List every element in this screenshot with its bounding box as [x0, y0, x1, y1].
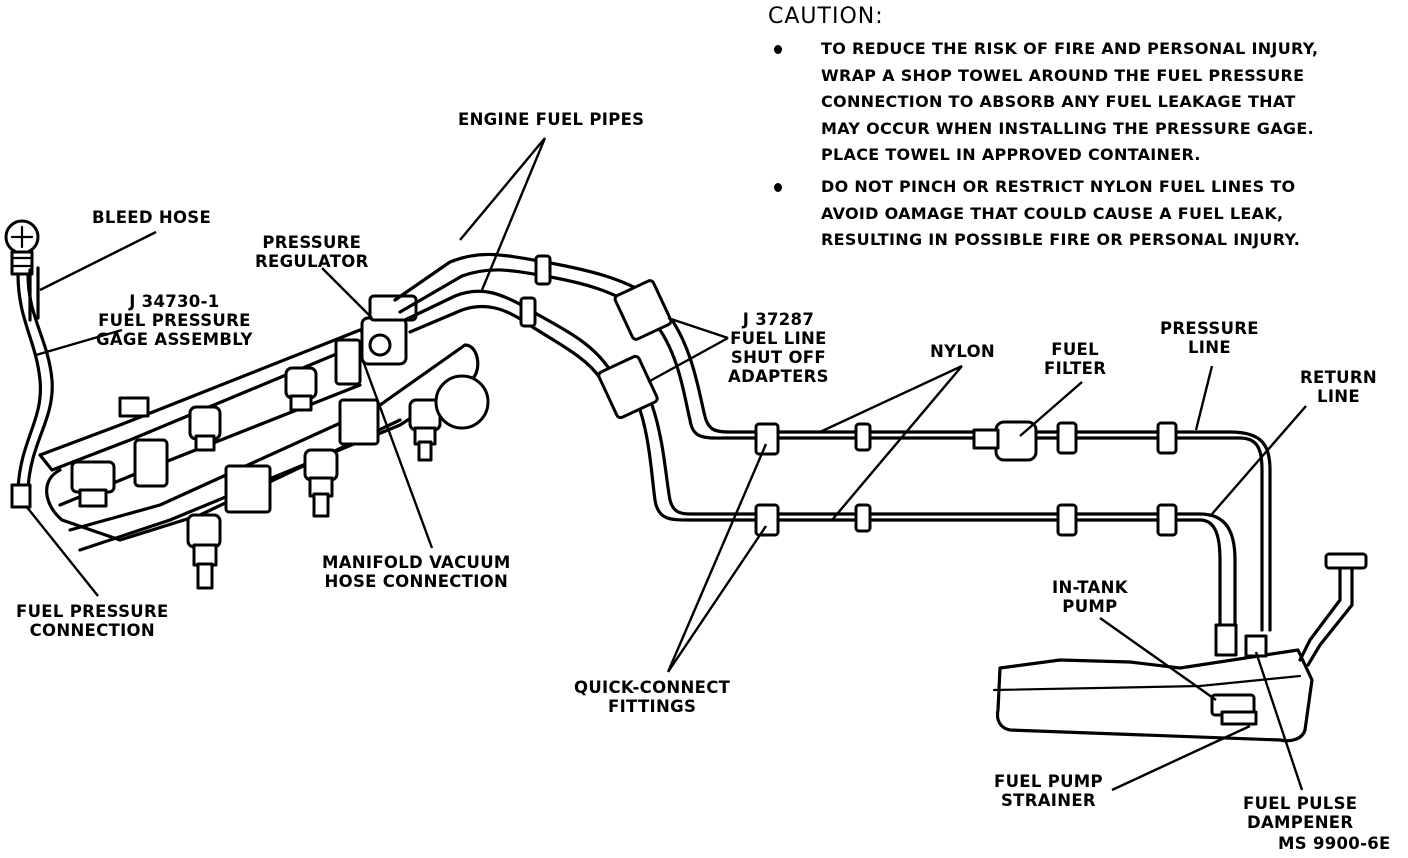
fuel-injector: [188, 405, 222, 452]
bleed-hose: [28, 266, 40, 322]
label-pressure-line: PRESSURE LINE: [1160, 319, 1259, 357]
label-line: FUEL PRESSURE: [16, 602, 169, 621]
caution-line: WRAP A SHOP TOWEL AROUND THE FUEL PRESSU…: [821, 65, 1305, 85]
label-line: STRAINER: [1000, 791, 1096, 810]
label-line: FITTINGS: [608, 697, 697, 716]
figure-code: MS 9900-6E: [1278, 834, 1391, 853]
label-fuel-pressure-connection: FUEL PRESSURE CONNECTION: [16, 602, 169, 640]
label-line: ENGINE FUEL PIPES: [458, 110, 645, 129]
label-line: PUMP: [1062, 597, 1118, 616]
caution-line: MAY OCCUR WHEN INSTALLING THE PRESSURE G…: [821, 118, 1314, 138]
label-line: PRESSURE: [262, 233, 362, 252]
label-line: MANIFOLD VACUUM: [322, 553, 511, 572]
fuel-injector: [70, 460, 116, 508]
label-return-line: RETURN LINE: [1300, 368, 1377, 406]
caution-line: CONNECTION TO ABSORB ANY FUEL LEAKAGE TH…: [821, 92, 1296, 111]
caution-title: CAUTION:: [768, 4, 884, 29]
caution-line: DO NOT PINCH OR RESTRICT NYLON FUEL LINE…: [821, 177, 1296, 196]
label-manifold-vacuum: MANIFOLD VACUUM HOSE CONNECTION: [322, 553, 511, 591]
fuel-injector: [186, 513, 222, 590]
label-pressure-regulator: PRESSURE REGULATOR: [255, 233, 369, 271]
label-line: IN-TANK: [1052, 578, 1128, 597]
label-line: J 34730-1: [129, 292, 220, 311]
label-fuel-pump-strainer: FUEL PUMP STRAINER: [994, 772, 1103, 810]
label-line: RETURN: [1300, 368, 1377, 387]
label-line: J 37287: [742, 310, 815, 329]
label-engine-fuel-pipes: ENGINE FUEL PIPES: [458, 110, 644, 129]
label-line: DAMPENER: [1246, 813, 1354, 832]
label-line: QUICK-CONNECT: [574, 678, 731, 697]
fuel-rail-assembly: [38, 328, 490, 590]
label-bleed-hose: BLEED HOSE: [92, 208, 211, 227]
label-gage-assembly: J 34730-1 FUEL PRESSURE GAGE ASSEMBLY: [96, 292, 253, 349]
label-line: FUEL: [1051, 340, 1099, 359]
fuel-injector: [284, 366, 318, 412]
label-nylon: NYLON: [930, 342, 995, 361]
fuel-pressure-gage-assembly: [4, 219, 54, 509]
pressure-regulator: [360, 294, 418, 366]
label-shutoff-adapters: J 37287 FUEL LINE SHUT OFF ADAPTERS: [728, 310, 829, 386]
quick-connect-fitting: [754, 422, 872, 456]
fuel-pulse-dampener: [1244, 634, 1268, 658]
bullet-dot: [774, 45, 782, 54]
label-fuel-filter: FUEL FILTER: [1044, 340, 1106, 378]
caution-bullet-1: TO REDUCE THE RISK OF FIRE AND PERSONAL …: [821, 36, 1318, 169]
in-tank-pump: [1210, 693, 1258, 726]
label-line: LINE: [1317, 387, 1360, 406]
label-line: BLEED HOSE: [92, 208, 212, 227]
label-line: FUEL PULSE: [1243, 794, 1358, 813]
quick-connect-fitting: [754, 503, 872, 537]
bullet-dot: [774, 183, 782, 192]
caution-line: AVOID OAMAGE THAT COULD CAUSE A FUEL LEA…: [821, 203, 1284, 223]
label-line: CONNECTION: [29, 621, 155, 640]
label-quick-connect: QUICK-CONNECT FITTINGS: [574, 678, 730, 716]
label-line: FUEL PUMP: [994, 772, 1103, 791]
label-line: FILTER: [1044, 359, 1107, 378]
label-fuel-pulse-dampener: FUEL PULSE DAMPENER: [1243, 794, 1357, 832]
label-line: SHUT OFF: [730, 348, 826, 367]
label-line: FUEL LINE: [730, 329, 827, 348]
label-line: ADAPTERS: [728, 367, 829, 386]
label-line: HOSE CONNECTION: [324, 572, 509, 591]
label-line: LINE: [1187, 338, 1231, 357]
caution-line: PLACE TOWEL IN APPROVED CONTAINER.: [821, 145, 1201, 164]
fuel-injector: [303, 448, 339, 518]
fuel-filter: [972, 420, 1038, 462]
label-line: FUEL PRESSURE: [98, 311, 251, 330]
caution-line: RESULTING IN POSSIBLE FIRE OR PERSONAL I…: [821, 230, 1301, 249]
label-in-tank-pump: IN-TANK PUMP: [1052, 578, 1128, 616]
label-line: REGULATOR: [255, 252, 369, 271]
caution-line: TO REDUCE THE RISK OF FIRE AND PERSONAL …: [821, 39, 1319, 58]
label-line: NYLON: [930, 342, 996, 361]
label-line: GAGE ASSEMBLY: [96, 330, 253, 349]
engine-fuel-pipes: [393, 252, 673, 420]
return-fuel-line: [638, 403, 1238, 657]
fuel-tank: [992, 552, 1368, 743]
label-line: PRESSURE: [1160, 319, 1259, 338]
caution-bullet-2: DO NOT PINCH OR RESTRICT NYLON FUEL LINE…: [821, 174, 1300, 254]
pressure-fuel-line: [658, 318, 1272, 632]
leader-lines: [25, 137, 1307, 792]
